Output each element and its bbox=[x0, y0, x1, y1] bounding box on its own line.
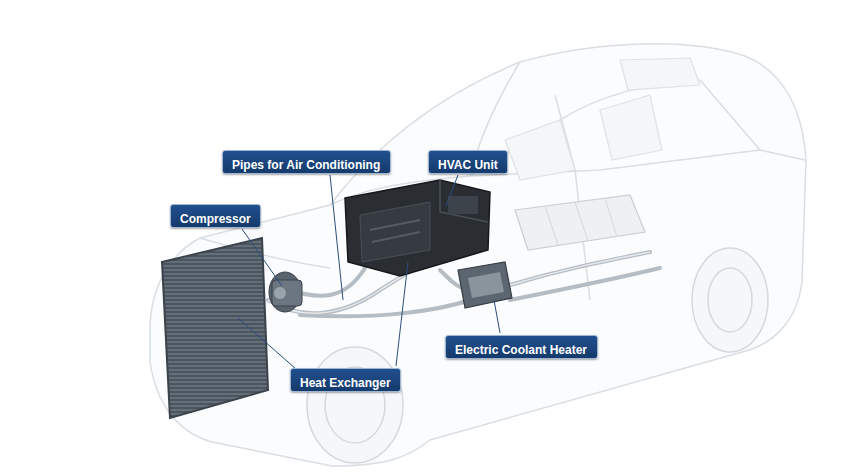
compressor bbox=[269, 272, 302, 312]
callout-box: HVAC Unit bbox=[428, 150, 508, 174]
callout-box: Heat Exchanger bbox=[290, 368, 401, 392]
callout-label: Compressor bbox=[180, 212, 251, 226]
callout-box: Pipes for Air Conditioning bbox=[222, 150, 391, 174]
callout-box: Electric Coolant Heater bbox=[445, 335, 598, 359]
seats bbox=[505, 58, 700, 180]
callout-label: Electric Coolant Heater bbox=[455, 343, 587, 357]
callout-label: Pipes for Air Conditioning bbox=[232, 158, 380, 172]
pipe-highlight bbox=[268, 252, 650, 313]
hvac-unit bbox=[345, 180, 490, 276]
callout-label: HVAC Unit bbox=[438, 158, 498, 172]
car-body bbox=[150, 44, 806, 466]
electric-coolant-heater bbox=[458, 262, 512, 308]
battery-pack bbox=[515, 195, 645, 250]
callout-label: Heat Exchanger bbox=[300, 376, 391, 390]
condenser bbox=[162, 238, 268, 418]
callout-box: Compressor bbox=[170, 204, 261, 228]
ac-pipes bbox=[268, 252, 660, 316]
